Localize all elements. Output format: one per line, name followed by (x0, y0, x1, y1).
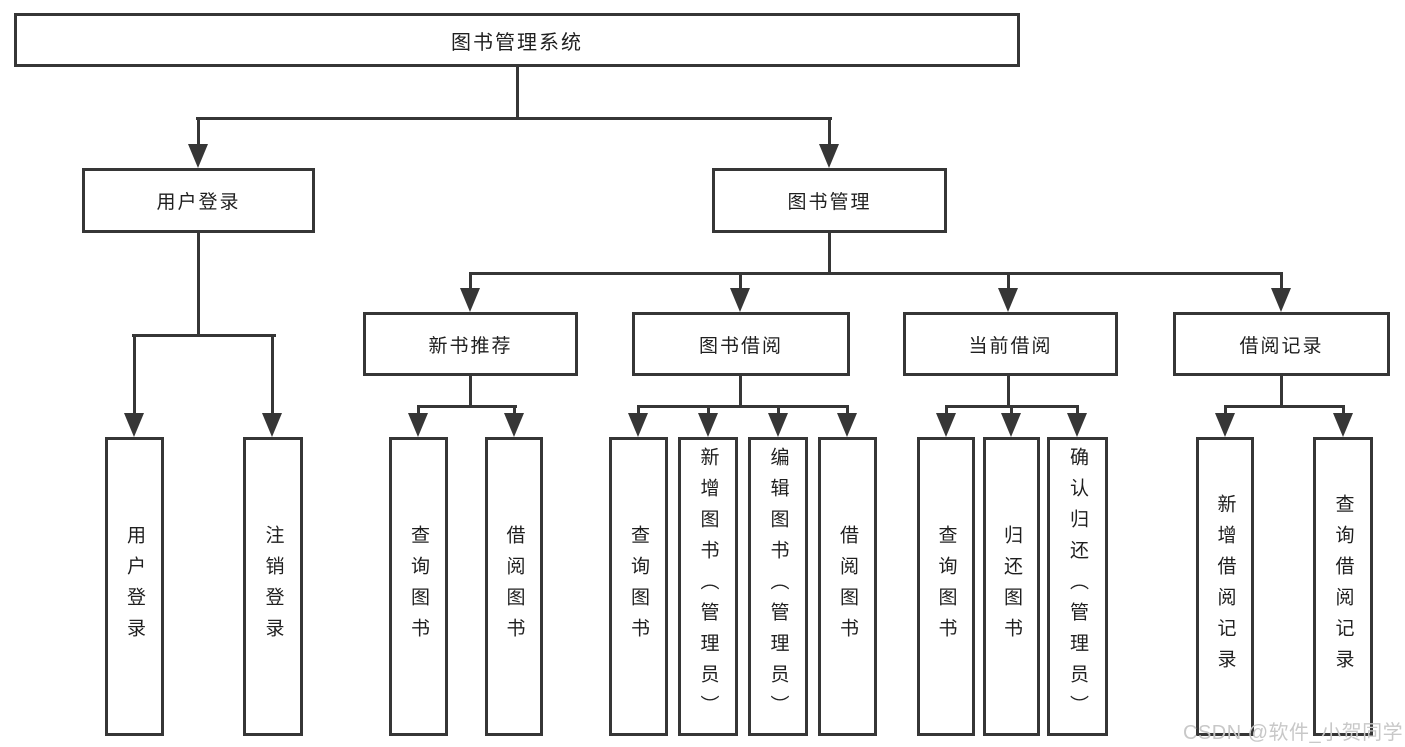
arrowhead-leaf-login (124, 413, 144, 437)
connector-drop-confirm-return (1076, 405, 1079, 416)
connector-user-login-stem (197, 233, 200, 336)
connector-new-books-split (417, 405, 517, 408)
connector-new-books-stem (469, 376, 472, 407)
node-borrow-records: 借阅记录 (1173, 312, 1390, 376)
connector-drop-query-record (1342, 405, 1345, 416)
connector-drop-current-borrow (1007, 272, 1010, 292)
connector-drop-book-borrow (739, 272, 742, 292)
connector-user-login-split (132, 334, 276, 337)
leaf-add-borrow-record: 新增借阅记录 (1196, 437, 1254, 736)
connector-drop-new-books (469, 272, 472, 292)
leaf-query-books-newbooks-label: 查询图书 (408, 524, 429, 649)
arrowhead-query-record (1333, 413, 1353, 437)
leaf-add-book-admin-label: 新增图书（管理员） (697, 447, 719, 726)
leaf-query-books-newbooks: 查询图书 (389, 437, 448, 736)
arrowhead-user-login (188, 144, 208, 168)
arrowhead-new-books (460, 288, 480, 312)
leaf-add-borrow-record-label: 新增借阅记录 (1214, 493, 1236, 680)
leaf-return-book-label: 归还图书 (1001, 524, 1022, 649)
leaf-logout: 注销登录 (243, 437, 303, 736)
connector-book-borrow-stem (739, 376, 742, 407)
connector-drop-add-book (707, 405, 710, 416)
arrowhead-book-borrow (730, 288, 750, 312)
leaf-query-books-current-label: 查询图书 (935, 524, 957, 649)
leaf-edit-book-admin-label: 编辑图书（管理员） (767, 447, 789, 726)
connector-drop-borrow-records (1280, 272, 1283, 292)
connector-drop-query-new (417, 405, 420, 416)
connector-current-borrow-stem (1007, 376, 1010, 407)
leaf-query-books-current: 查询图书 (917, 437, 975, 736)
arrowhead-leaf-logout (262, 413, 282, 437)
leaf-borrow-books-newbooks: 借阅图书 (485, 437, 543, 736)
connector-drop-leaf-logout (271, 334, 274, 416)
arrowhead-book-mgmt (819, 144, 839, 168)
arrowhead-borrow-new (504, 413, 524, 437)
node-book-management: 图书管理 (712, 168, 947, 233)
node-new-book-recommend: 新书推荐 (363, 312, 578, 376)
leaf-query-books-borrow: 查询图书 (609, 437, 668, 736)
leaf-borrow-books-newbooks-label: 借阅图书 (503, 524, 525, 649)
leaf-borrow-books-borrow: 借阅图书 (818, 437, 877, 736)
connector-root-stem (516, 67, 519, 118)
connector-borrow-records-split (1224, 405, 1344, 408)
connector-drop-borrow-book (846, 405, 849, 416)
arrowhead-add-book (698, 413, 718, 437)
leaf-user-login: 用户登录 (105, 437, 164, 736)
arrowhead-add-record (1215, 413, 1235, 437)
leaf-query-books-borrow-label: 查询图书 (628, 524, 649, 649)
arrowhead-confirm-return (1067, 413, 1087, 437)
connector-drop-edit-book (777, 405, 780, 416)
arrowhead-return-book (1001, 413, 1021, 437)
leaf-borrow-books-borrow-label: 借阅图书 (837, 524, 858, 649)
leaf-edit-book-admin: 编辑图书（管理员） (748, 437, 808, 736)
arrowhead-current-borrow (998, 288, 1018, 312)
leaf-confirm-return-admin-label: 确认归还（管理员） (1067, 447, 1088, 726)
connector-root-split (196, 117, 832, 120)
arrowhead-edit-book (768, 413, 788, 437)
connector-drop-add-record (1224, 405, 1227, 416)
node-book-borrow: 图书借阅 (632, 312, 850, 376)
connector-book-mgmt-stem (828, 233, 831, 274)
connector-book-borrow-split (637, 405, 849, 408)
leaf-return-book: 归还图书 (983, 437, 1040, 736)
connector-drop-leaf-login (133, 334, 136, 416)
connector-drop-query-borrow (637, 405, 640, 416)
connector-drop-borrow-new (513, 405, 516, 416)
leaf-add-book-admin: 新增图书（管理员） (678, 437, 738, 736)
node-user-login: 用户登录 (82, 168, 315, 233)
arrowhead-query-current (936, 413, 956, 437)
leaf-confirm-return-admin: 确认归还（管理员） (1047, 437, 1108, 736)
connector-borrow-records-stem (1280, 376, 1283, 407)
connector-drop-user-login (197, 117, 200, 146)
arrowhead-borrow-book (837, 413, 857, 437)
csdn-watermark: CSDN @软件_小贺同学 (1183, 722, 1404, 744)
leaf-user-login-label: 用户登录 (124, 524, 145, 649)
connector-drop-query-current (945, 405, 948, 416)
node-root: 图书管理系统 (14, 13, 1020, 67)
connector-drop-return-book (1010, 405, 1013, 416)
connector-drop-book-mgmt (828, 117, 831, 146)
leaf-logout-label: 注销登录 (262, 524, 284, 649)
node-current-borrow: 当前借阅 (903, 312, 1118, 376)
arrowhead-query-new (408, 413, 428, 437)
arrowhead-borrow-records (1271, 288, 1291, 312)
arrowhead-query-borrow (628, 413, 648, 437)
leaf-query-borrow-record: 查询借阅记录 (1313, 437, 1373, 736)
leaf-query-borrow-record-label: 查询借阅记录 (1332, 493, 1354, 680)
connector-book-mgmt-split (469, 272, 1283, 275)
